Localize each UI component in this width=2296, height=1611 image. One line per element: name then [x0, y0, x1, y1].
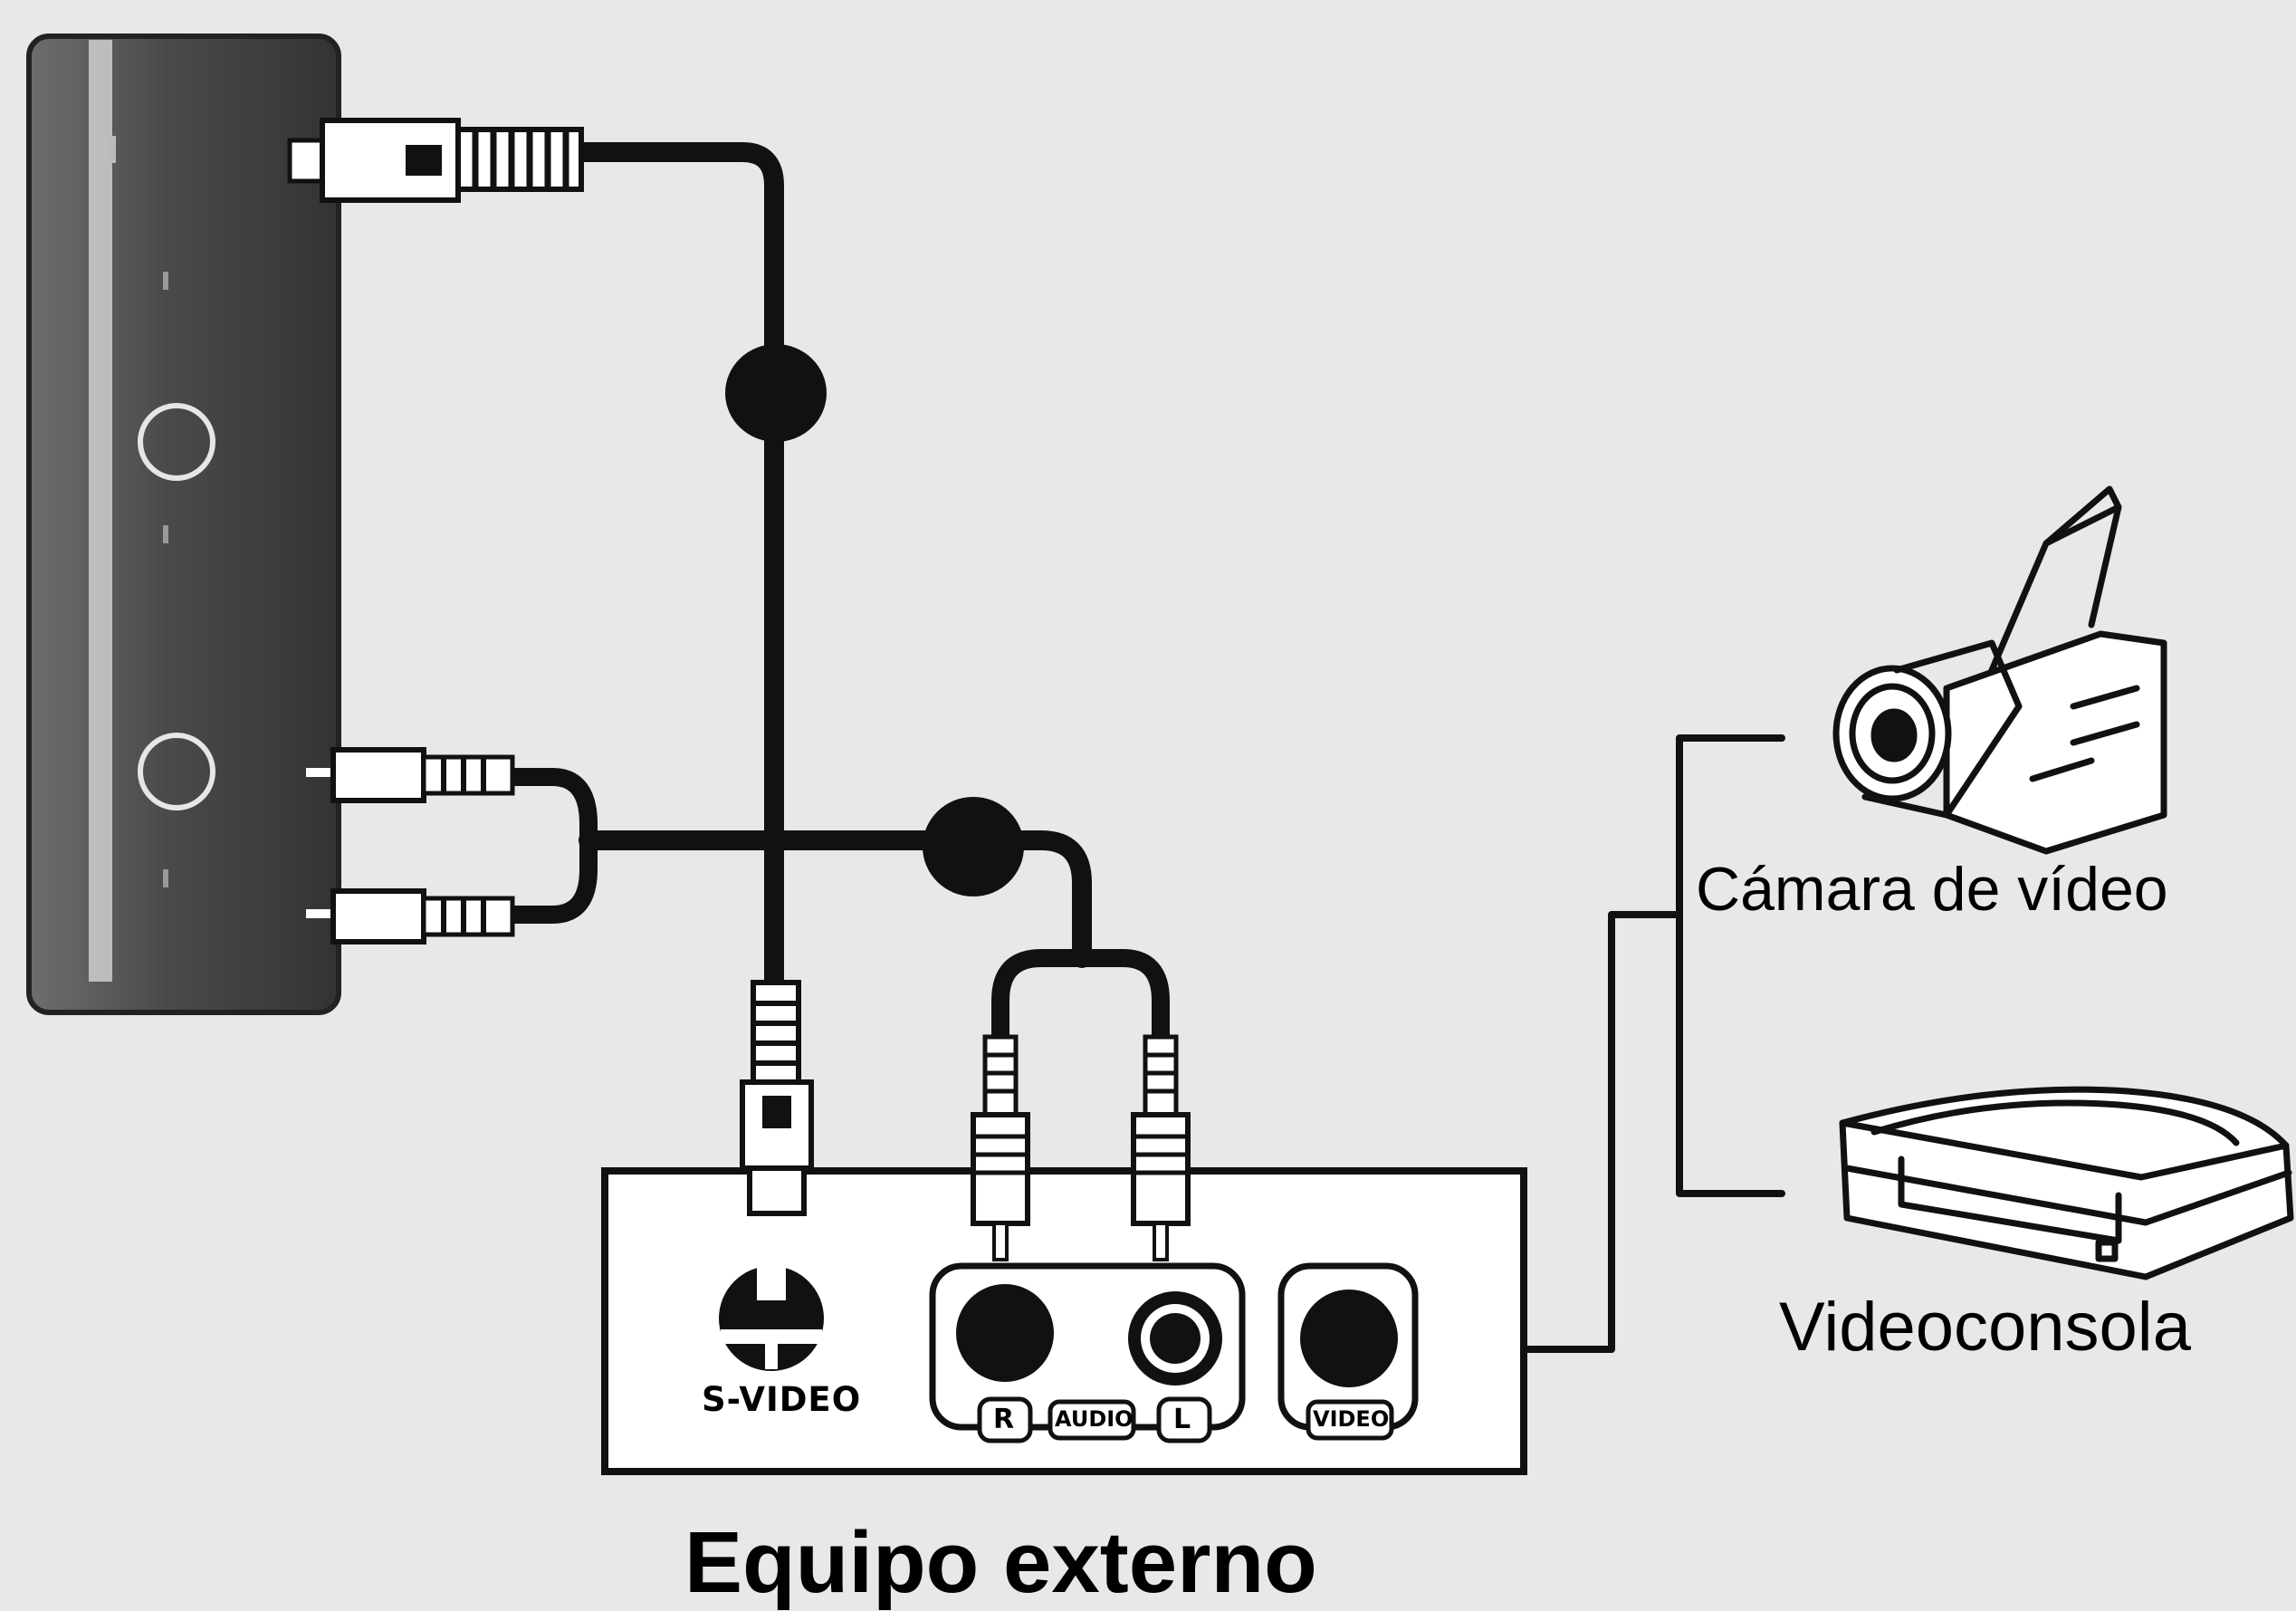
- audio-cable-to-jacks: [968, 830, 1092, 968]
- rca-plug-tv-lower: [306, 888, 515, 945]
- panel-jack-upper: [138, 403, 215, 481]
- video-port: [1300, 1290, 1398, 1387]
- rca-plug-equipment-r: [971, 1034, 1030, 1261]
- audio-y-split: [498, 768, 598, 924]
- svideo-plug-tv: [287, 118, 584, 203]
- video-tag: [1306, 1399, 1394, 1441]
- rca-plug-equipment-l: [1131, 1034, 1191, 1261]
- rca-plug-tv-upper: [306, 747, 515, 803]
- svideo-cable: [569, 142, 784, 992]
- audio-tag: [1048, 1399, 1136, 1441]
- svideo-port-label: S-VIDEO: [702, 1380, 862, 1419]
- console-label: Videoconsola: [1779, 1289, 2191, 1366]
- camcorder-icon: [1832, 485, 2167, 855]
- camcorder-label: Cámara de vídeo: [1696, 855, 2168, 924]
- audio-r-tag: [977, 1396, 1033, 1443]
- audio-r-port: [956, 1284, 1054, 1382]
- audio-l-tag: [1156, 1396, 1212, 1443]
- external-equipment-label: Equipo externo: [684, 1514, 1317, 1611]
- audio-l-label: L: [1173, 1404, 1191, 1435]
- cables: [498, 142, 1785, 1353]
- audio-jack-split: [991, 949, 1170, 1050]
- game-console-icon: [1839, 1086, 2294, 1280]
- audio-l-port: [1128, 1291, 1222, 1386]
- svideo-ferrite: [725, 344, 827, 442]
- svideo-plug-equipment: [740, 980, 814, 1216]
- audio-ferrite: [923, 797, 1024, 897]
- panel-jack-lower: [138, 733, 215, 810]
- device-bracket: [1520, 734, 1785, 1353]
- audio-label: AUDIO: [1055, 1406, 1134, 1432]
- tv-side-panel: [26, 34, 341, 1015]
- video-port-label: VIDEO: [1313, 1406, 1390, 1432]
- audio-r-label: R: [993, 1404, 1015, 1435]
- svideo-port: [719, 1266, 824, 1371]
